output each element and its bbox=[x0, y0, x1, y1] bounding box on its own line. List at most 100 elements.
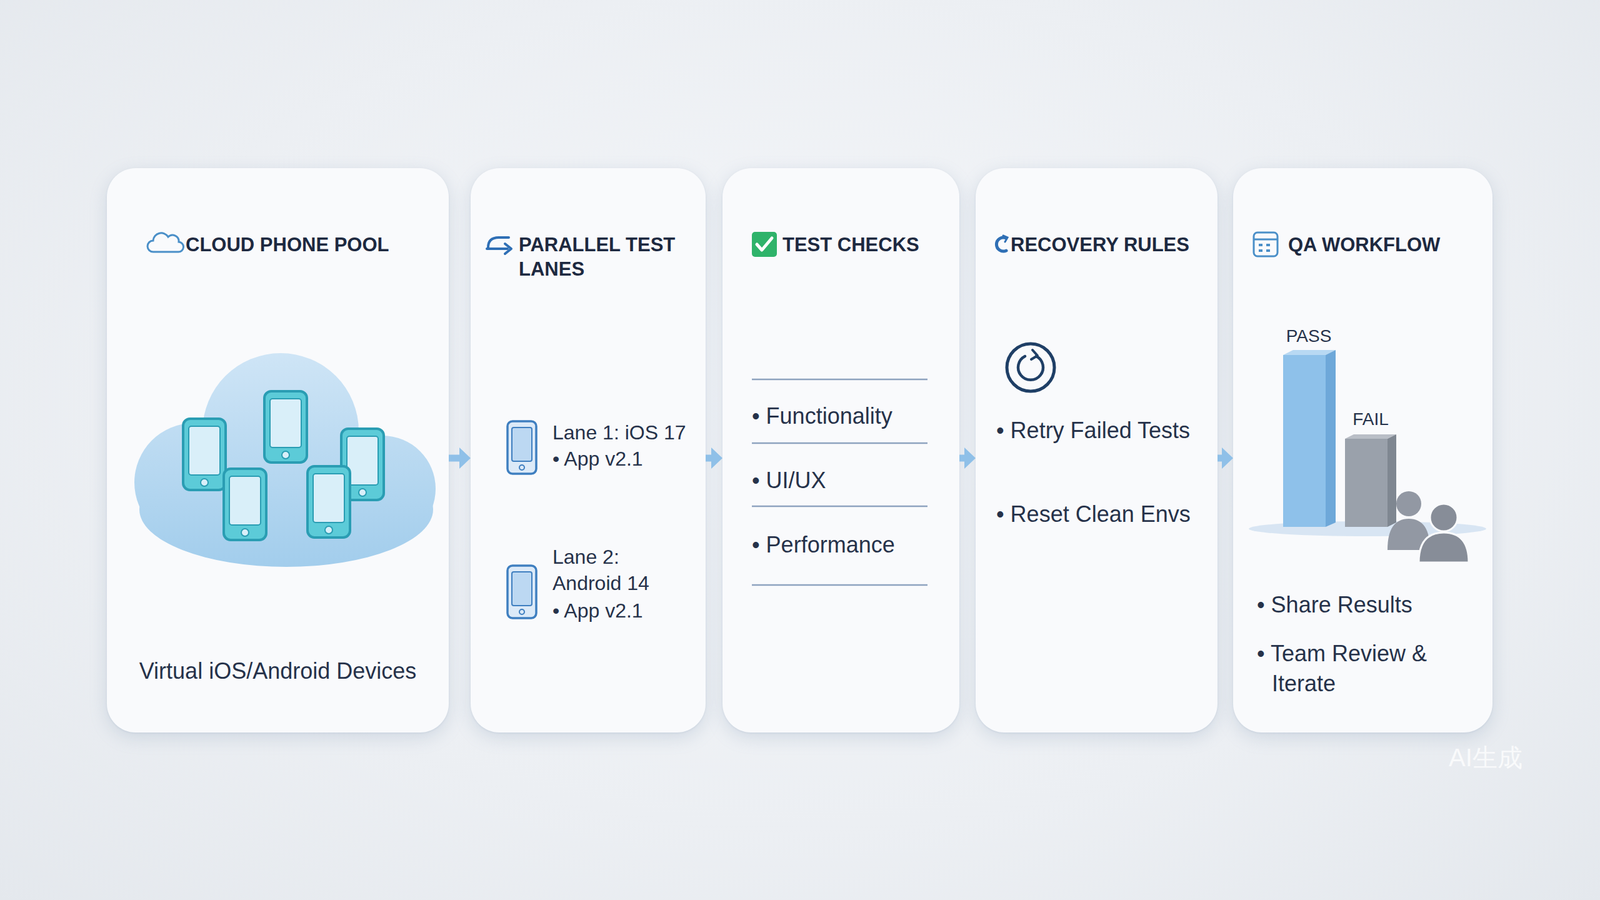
phone-button bbox=[519, 465, 525, 470]
calendar-line bbox=[1253, 238, 1278, 241]
phone-screen bbox=[188, 426, 220, 475]
phone-body bbox=[183, 418, 226, 490]
panel-title: RECOVERY RULES bbox=[1010, 232, 1190, 257]
bar-label: FAIL bbox=[1339, 408, 1402, 430]
arrow-shaft bbox=[959, 455, 969, 462]
phone-icon bbox=[223, 468, 267, 540]
cloud-shape bbox=[134, 423, 254, 542]
lanes-icon bbox=[486, 237, 512, 254]
lanes-icon-head bbox=[505, 243, 512, 254]
lanes-icon-line bbox=[486, 247, 508, 250]
phone-screen bbox=[511, 427, 532, 462]
workflow-item: • Team Review & Iterate bbox=[1256, 638, 1464, 699]
phone-button bbox=[325, 526, 333, 534]
check-icon bbox=[751, 231, 777, 257]
panel-card: PARALLEL TEST LANESLane 1: iOS 17• App v… bbox=[470, 168, 706, 733]
cloud-shape bbox=[139, 451, 434, 567]
phone-icon bbox=[264, 391, 307, 463]
phone-body bbox=[223, 468, 267, 540]
phone-icon bbox=[341, 428, 384, 500]
calendar-dot bbox=[1258, 243, 1263, 247]
recovery-arc bbox=[1018, 356, 1044, 380]
separator-rule bbox=[751, 584, 928, 587]
recovery-title-arc bbox=[996, 237, 1007, 252]
phone-screen bbox=[313, 473, 345, 523]
people-icon bbox=[1387, 491, 1469, 563]
recovery-ring bbox=[1006, 343, 1055, 392]
calendar-frame bbox=[1253, 232, 1278, 257]
lanes-icon-arc bbox=[488, 237, 509, 248]
workflow-item: • Share Results bbox=[1256, 590, 1413, 620]
chart-shadow bbox=[1248, 521, 1487, 537]
watermark: AI生成 bbox=[1448, 740, 1523, 775]
check-item: • Functionality bbox=[751, 402, 893, 430]
person-head bbox=[1396, 491, 1422, 517]
cloud-shape bbox=[329, 435, 436, 542]
phone-body bbox=[307, 466, 350, 538]
phone-body bbox=[264, 391, 307, 463]
phone-button bbox=[200, 478, 209, 487]
phone-screen bbox=[229, 476, 261, 525]
arrow-head bbox=[1221, 447, 1234, 469]
phone-screen bbox=[511, 571, 532, 606]
panel-card: CLOUD PHONE POOL Virtual iOS/Android Devi… bbox=[106, 168, 449, 733]
check-box bbox=[751, 231, 777, 257]
calendar-dot bbox=[1258, 249, 1263, 252]
lane-detail: • App v2.1 bbox=[552, 445, 644, 472]
lane-phone-icon bbox=[507, 565, 537, 619]
recovery-head bbox=[1031, 350, 1038, 360]
arrow-head bbox=[459, 447, 471, 469]
lane-name: Lane 2: Android 14 bbox=[552, 543, 665, 597]
panel-title: TEST CHECKS bbox=[782, 232, 920, 257]
calendar-icon bbox=[1253, 232, 1278, 257]
pass-bar bbox=[1283, 355, 1326, 527]
calendar-dot bbox=[1266, 249, 1270, 252]
check-item: • UI/UX bbox=[751, 466, 827, 495]
panel-title: PARALLEL TEST LANES bbox=[518, 232, 700, 282]
cloud-icon bbox=[147, 233, 184, 252]
phone-icon bbox=[307, 466, 350, 538]
phone-body bbox=[507, 565, 537, 619]
cloud-shape bbox=[202, 353, 359, 510]
panel-caption: Virtual iOS/Android Devices bbox=[106, 657, 449, 685]
separator-rule bbox=[751, 442, 928, 445]
phone-icon bbox=[183, 418, 226, 490]
lane-phone-icon bbox=[507, 421, 537, 474]
panel-card: RECOVERY RULES • Retry Failed Tests • Rese… bbox=[975, 168, 1218, 733]
lane-detail: • App v2.1 bbox=[552, 597, 644, 624]
arrow-head bbox=[964, 447, 976, 469]
fail-bar-side bbox=[1387, 434, 1397, 527]
phone-button bbox=[281, 451, 290, 459]
pass-bar-top bbox=[1283, 350, 1336, 355]
bar-label: PASS bbox=[1277, 325, 1340, 347]
check-mark bbox=[756, 238, 772, 250]
pass-bar-side bbox=[1325, 350, 1336, 527]
arrow-head bbox=[711, 447, 723, 469]
phone-screen bbox=[346, 436, 379, 485]
panel-card: QA WORKFLOW PASS FAIL • Share Results • Team… bbox=[1233, 168, 1493, 733]
separator-rule bbox=[751, 505, 928, 508]
phone-button bbox=[358, 488, 367, 497]
flow-arrow bbox=[959, 447, 976, 469]
flow-arrow bbox=[1217, 447, 1234, 469]
panel-title: QA WORKFLOW bbox=[1288, 232, 1440, 257]
flow-arrow bbox=[448, 447, 471, 469]
phone-screen bbox=[270, 398, 302, 448]
panel-card: TEST CHECKS• Functionality• UI/UX• Perfo… bbox=[722, 168, 960, 733]
arrow-shaft bbox=[705, 455, 716, 462]
recovery-item: • Reset Clean Envs bbox=[996, 500, 1191, 529]
bar-chart bbox=[1248, 350, 1487, 537]
panel-title: CLOUD PHONE POOL bbox=[185, 232, 390, 257]
lane-name: Lane 1: iOS 17 bbox=[552, 419, 686, 446]
recovery-title-icon bbox=[996, 235, 1008, 252]
recovery-title-head bbox=[1003, 235, 1008, 242]
phone-body bbox=[507, 421, 537, 474]
person-body bbox=[1387, 518, 1430, 550]
recovery-item: • Retry Failed Tests bbox=[996, 416, 1190, 445]
flow-arrow bbox=[705, 447, 723, 469]
cloud-illustration bbox=[134, 353, 436, 567]
calendar-dot bbox=[1266, 243, 1270, 247]
fail-bar-top bbox=[1345, 434, 1397, 439]
separator-rule bbox=[751, 378, 928, 381]
